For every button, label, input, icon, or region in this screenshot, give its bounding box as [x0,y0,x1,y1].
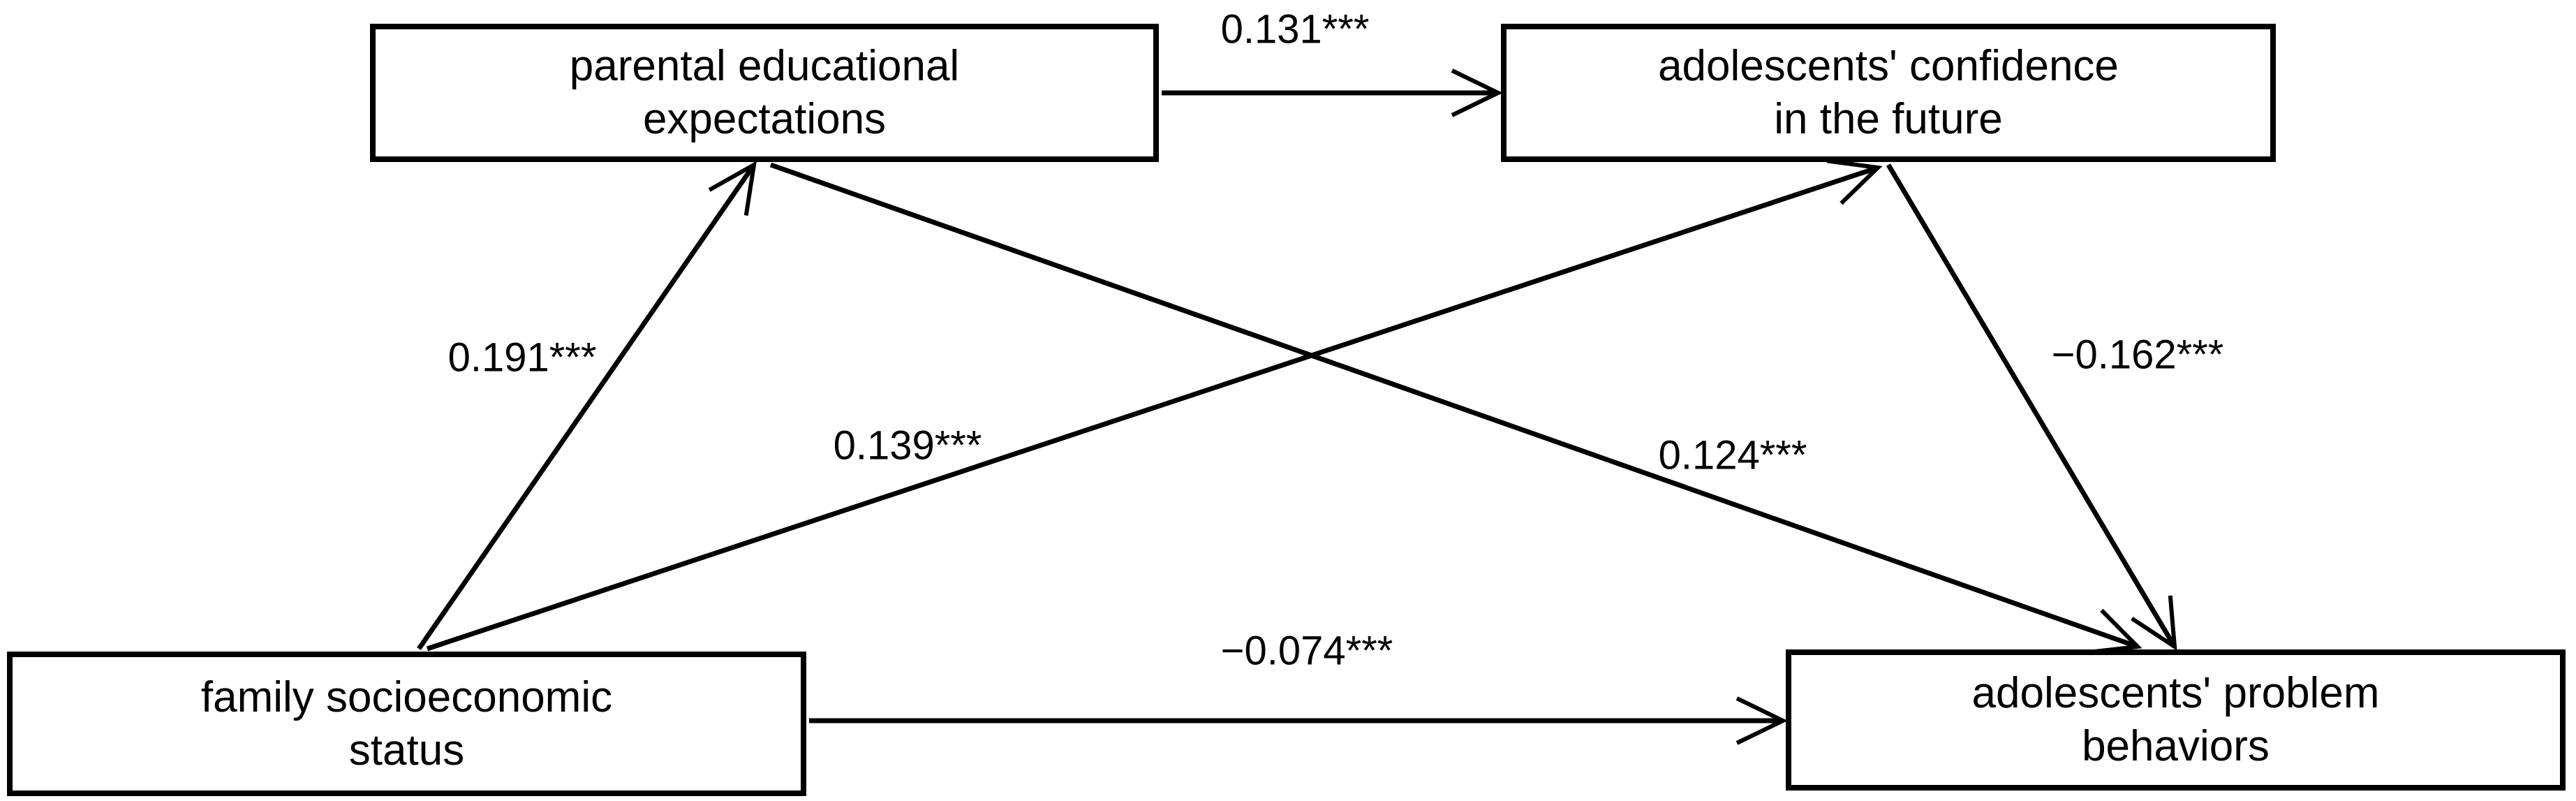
coefficient-label-fses-to-acf: 0.139*** [833,422,982,469]
coefficient-label-pee-to-acf: 0.131*** [1220,6,1370,52]
arrow-fses-to-acf [426,159,1883,652]
coefficient-label-fses-to-pee: 0.191*** [447,335,597,381]
node-family-socioeconomic-status: family socioeconomic status [7,652,806,796]
node-adolescents-problem-behaviors: adolescents' problem behaviors [1786,649,2566,791]
coefficient-label-pee-to-apb: 0.124*** [1658,432,1807,478]
arrow-acf-to-apb [1886,163,2177,651]
arrow-fses-to-pee [417,161,757,650]
coefficient-label-fses-to-apb: −0.074*** [1220,628,1393,674]
node-parental-educational-expectations: parental educational expectations [370,24,1159,162]
arrow-pee-to-apb [769,162,2142,655]
coefficient-label-acf-to-apb: −0.162*** [2051,332,2224,378]
node-adolescents-confidence-in-the-future: adolescents' confidence in the future [1501,24,2276,162]
